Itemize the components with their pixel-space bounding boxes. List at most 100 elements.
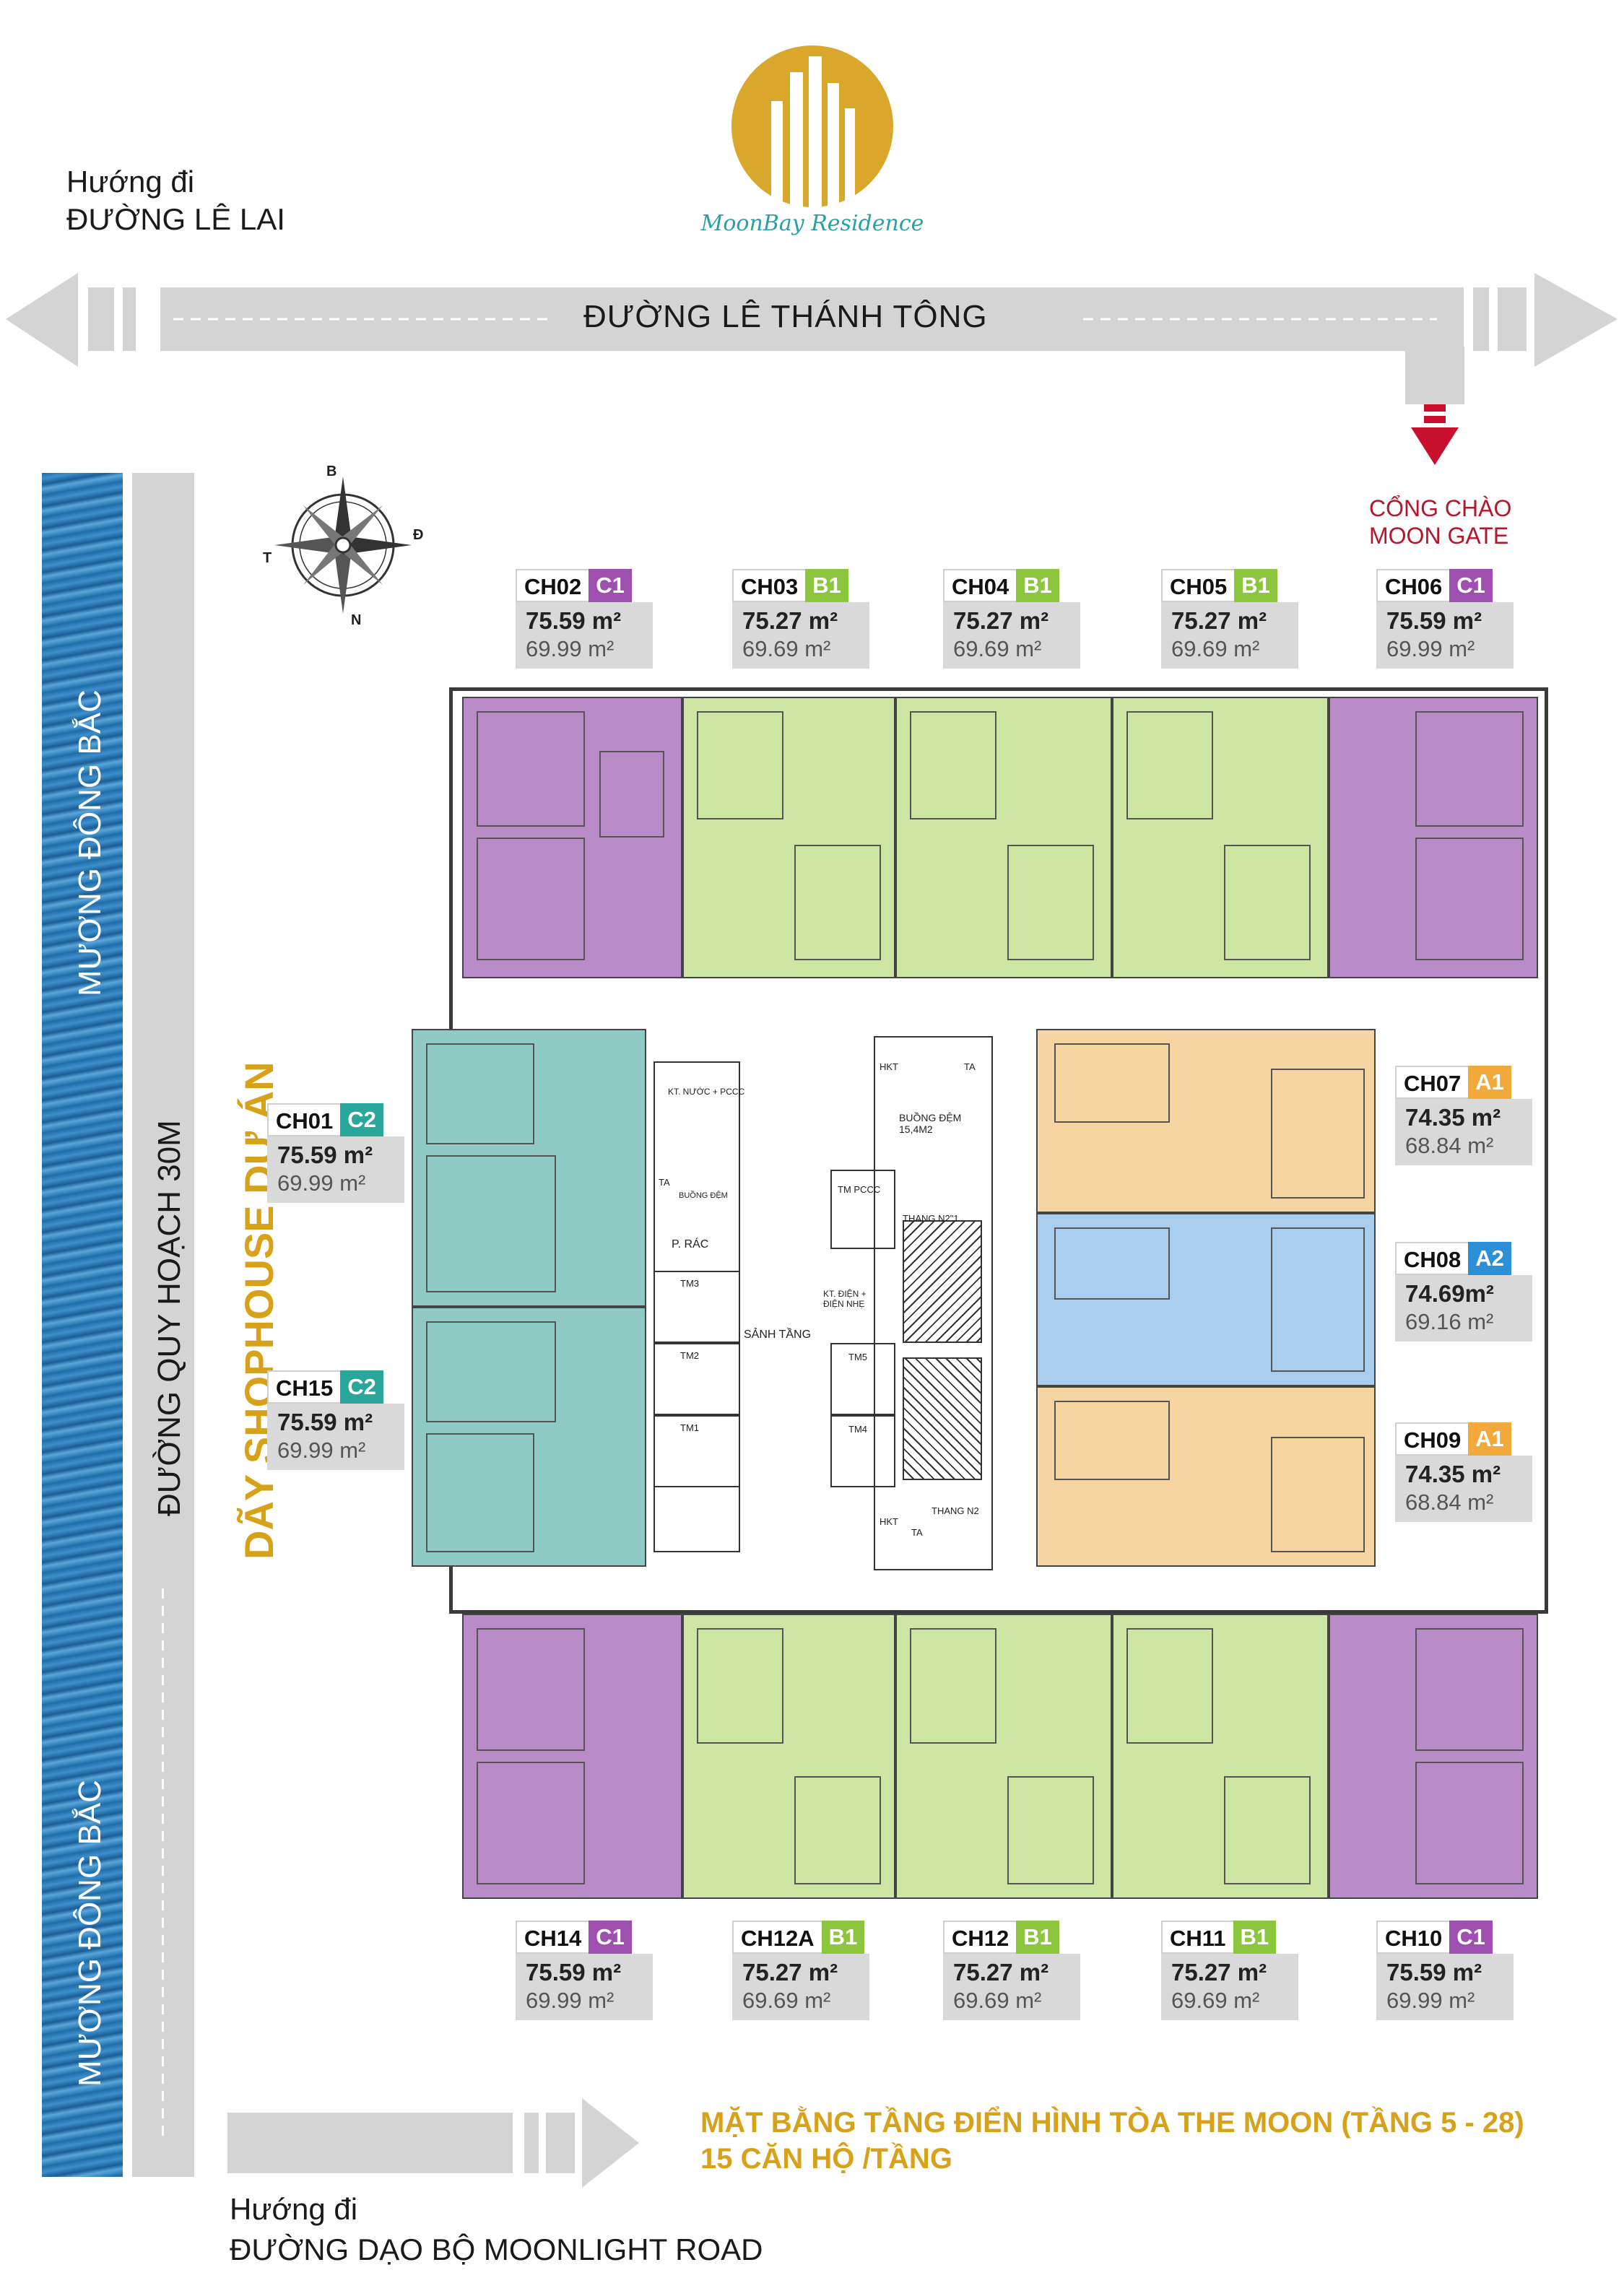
unit-area-gross: 75.27 m²: [953, 1959, 1049, 1986]
gate-connector: [1405, 347, 1464, 404]
unit-id: CH06: [1376, 569, 1450, 602]
unit-type: B1: [805, 569, 848, 602]
apt-ch14[interactable]: [462, 1614, 682, 1899]
logo-emblem-icon: [731, 45, 893, 209]
apt-ch12[interactable]: [895, 1614, 1112, 1899]
room: [697, 711, 783, 819]
apt-ch10[interactable]: [1329, 1614, 1538, 1899]
unit-area-net: 69.16 m²: [1405, 1309, 1494, 1334]
unit-area-gross: 75.27 m²: [1171, 1959, 1267, 1986]
apt-ch03[interactable]: [682, 697, 895, 978]
canal-label-upper: MƯƠNG ĐÔNG BẮC: [72, 690, 108, 996]
elevator-tm1: [653, 1415, 740, 1487]
room: [477, 838, 585, 960]
page-title-line2: 15 CĂN HỘ /TẦNG: [700, 2143, 952, 2175]
road-quy-hoach-label: ĐƯỜNG QUY HOẠCH 30M: [152, 1120, 187, 1516]
room: [697, 1628, 783, 1744]
stair-2: [903, 1357, 982, 1480]
unit-area-net: 68.84 m²: [1405, 1133, 1494, 1158]
unit-area-gross: 74.69m²: [1405, 1280, 1494, 1307]
stair-1: [903, 1220, 982, 1343]
unit-type: C2: [340, 1370, 383, 1404]
unit-area-gross: 75.59 m²: [526, 1959, 622, 1986]
unit-area-net: 69.69 m²: [1171, 1988, 1260, 2013]
compass-rose-icon: [274, 477, 412, 614]
unit-area-gross: 75.27 m²: [953, 607, 1049, 634]
apt-ch15[interactable]: [412, 1307, 646, 1567]
unit-id: CH07: [1395, 1066, 1469, 1099]
unit-area-gross: 75.59 m²: [526, 607, 622, 634]
unit-id: CH14: [516, 1921, 589, 1954]
core-dong-dem: BUỒNG ĐỆM: [679, 1191, 728, 1200]
room: [426, 1043, 534, 1144]
unit-type: B1: [1234, 569, 1277, 602]
apt-ch12a[interactable]: [682, 1614, 895, 1899]
room: [599, 751, 664, 838]
unit-type: B1: [1233, 1921, 1277, 1954]
core-water-room: KT. NƯỚC + PCCC: [668, 1087, 745, 1097]
room: [1415, 1762, 1524, 1884]
logo-wordmark: MoonBay Residence: [700, 211, 924, 236]
unit-type: A1: [1468, 1422, 1511, 1456]
core-right: [874, 1036, 993, 1570]
page-title-line1: MẶT BẰNG TẦNG ĐIỂN HÌNH TÒA THE MOON (TẦ…: [700, 2107, 1524, 2139]
unit-id: CH11: [1161, 1921, 1233, 1954]
room: [1224, 845, 1311, 960]
elevator-tm-pccc-label: TM PCCC: [838, 1184, 881, 1195]
unit-area-net: 69.99 m²: [1386, 1988, 1475, 2013]
compass-west-label: T: [263, 550, 272, 566]
elevator-tm5: [830, 1343, 895, 1415]
gate-label-line1: CỔNG CHÀO: [1369, 495, 1512, 521]
room: [1271, 1227, 1365, 1372]
apt-ch01[interactable]: [412, 1029, 646, 1307]
room: [477, 1628, 585, 1751]
road-le-thanh-tong-label: ĐƯỜNG LÊ THÁNH TÔNG: [583, 299, 988, 334]
stair-1-label: THANG N2"1: [903, 1213, 959, 1224]
unit-area-net: 69.69 m²: [742, 1988, 831, 2013]
room: [426, 1321, 556, 1422]
unit-type: C1: [1449, 1921, 1493, 1954]
apt-ch07[interactable]: [1036, 1029, 1376, 1213]
unit-area-net: 69.99 m²: [1386, 636, 1475, 661]
unit-area-gross: 74.35 m²: [1405, 1461, 1501, 1487]
apt-ch08[interactable]: [1036, 1213, 1376, 1386]
apt-ch04[interactable]: [895, 697, 1112, 978]
core-buong-dem-big: BUỒNG ĐỆM 15,4M2: [899, 1112, 962, 1135]
unit-id: CH15: [267, 1370, 341, 1404]
unit-id: CH02: [516, 569, 589, 602]
elevator-tm2-label: TM2: [680, 1350, 699, 1361]
compass-south-label: N: [351, 612, 362, 628]
room: [1271, 1437, 1365, 1552]
room: [1054, 1401, 1170, 1480]
room: [1054, 1043, 1170, 1123]
direction-le-lai-line1: Hướng đi: [66, 165, 195, 199]
apt-ch09[interactable]: [1036, 1386, 1376, 1567]
unit-type: A2: [1468, 1242, 1511, 1275]
unit-area-net: 68.84 m²: [1405, 1490, 1494, 1515]
room: [1126, 711, 1213, 819]
elevator-tm3: [653, 1271, 740, 1343]
unit-id: CH01: [267, 1103, 341, 1136]
gate-arrow-icon: [1411, 404, 1459, 465]
unit-id: CH08: [1395, 1242, 1469, 1275]
apt-ch11[interactable]: [1112, 1614, 1329, 1899]
room: [477, 1762, 585, 1884]
unit-area-gross: 74.35 m²: [1405, 1104, 1501, 1131]
apt-ch05[interactable]: [1112, 697, 1329, 978]
room: [1415, 1628, 1524, 1751]
